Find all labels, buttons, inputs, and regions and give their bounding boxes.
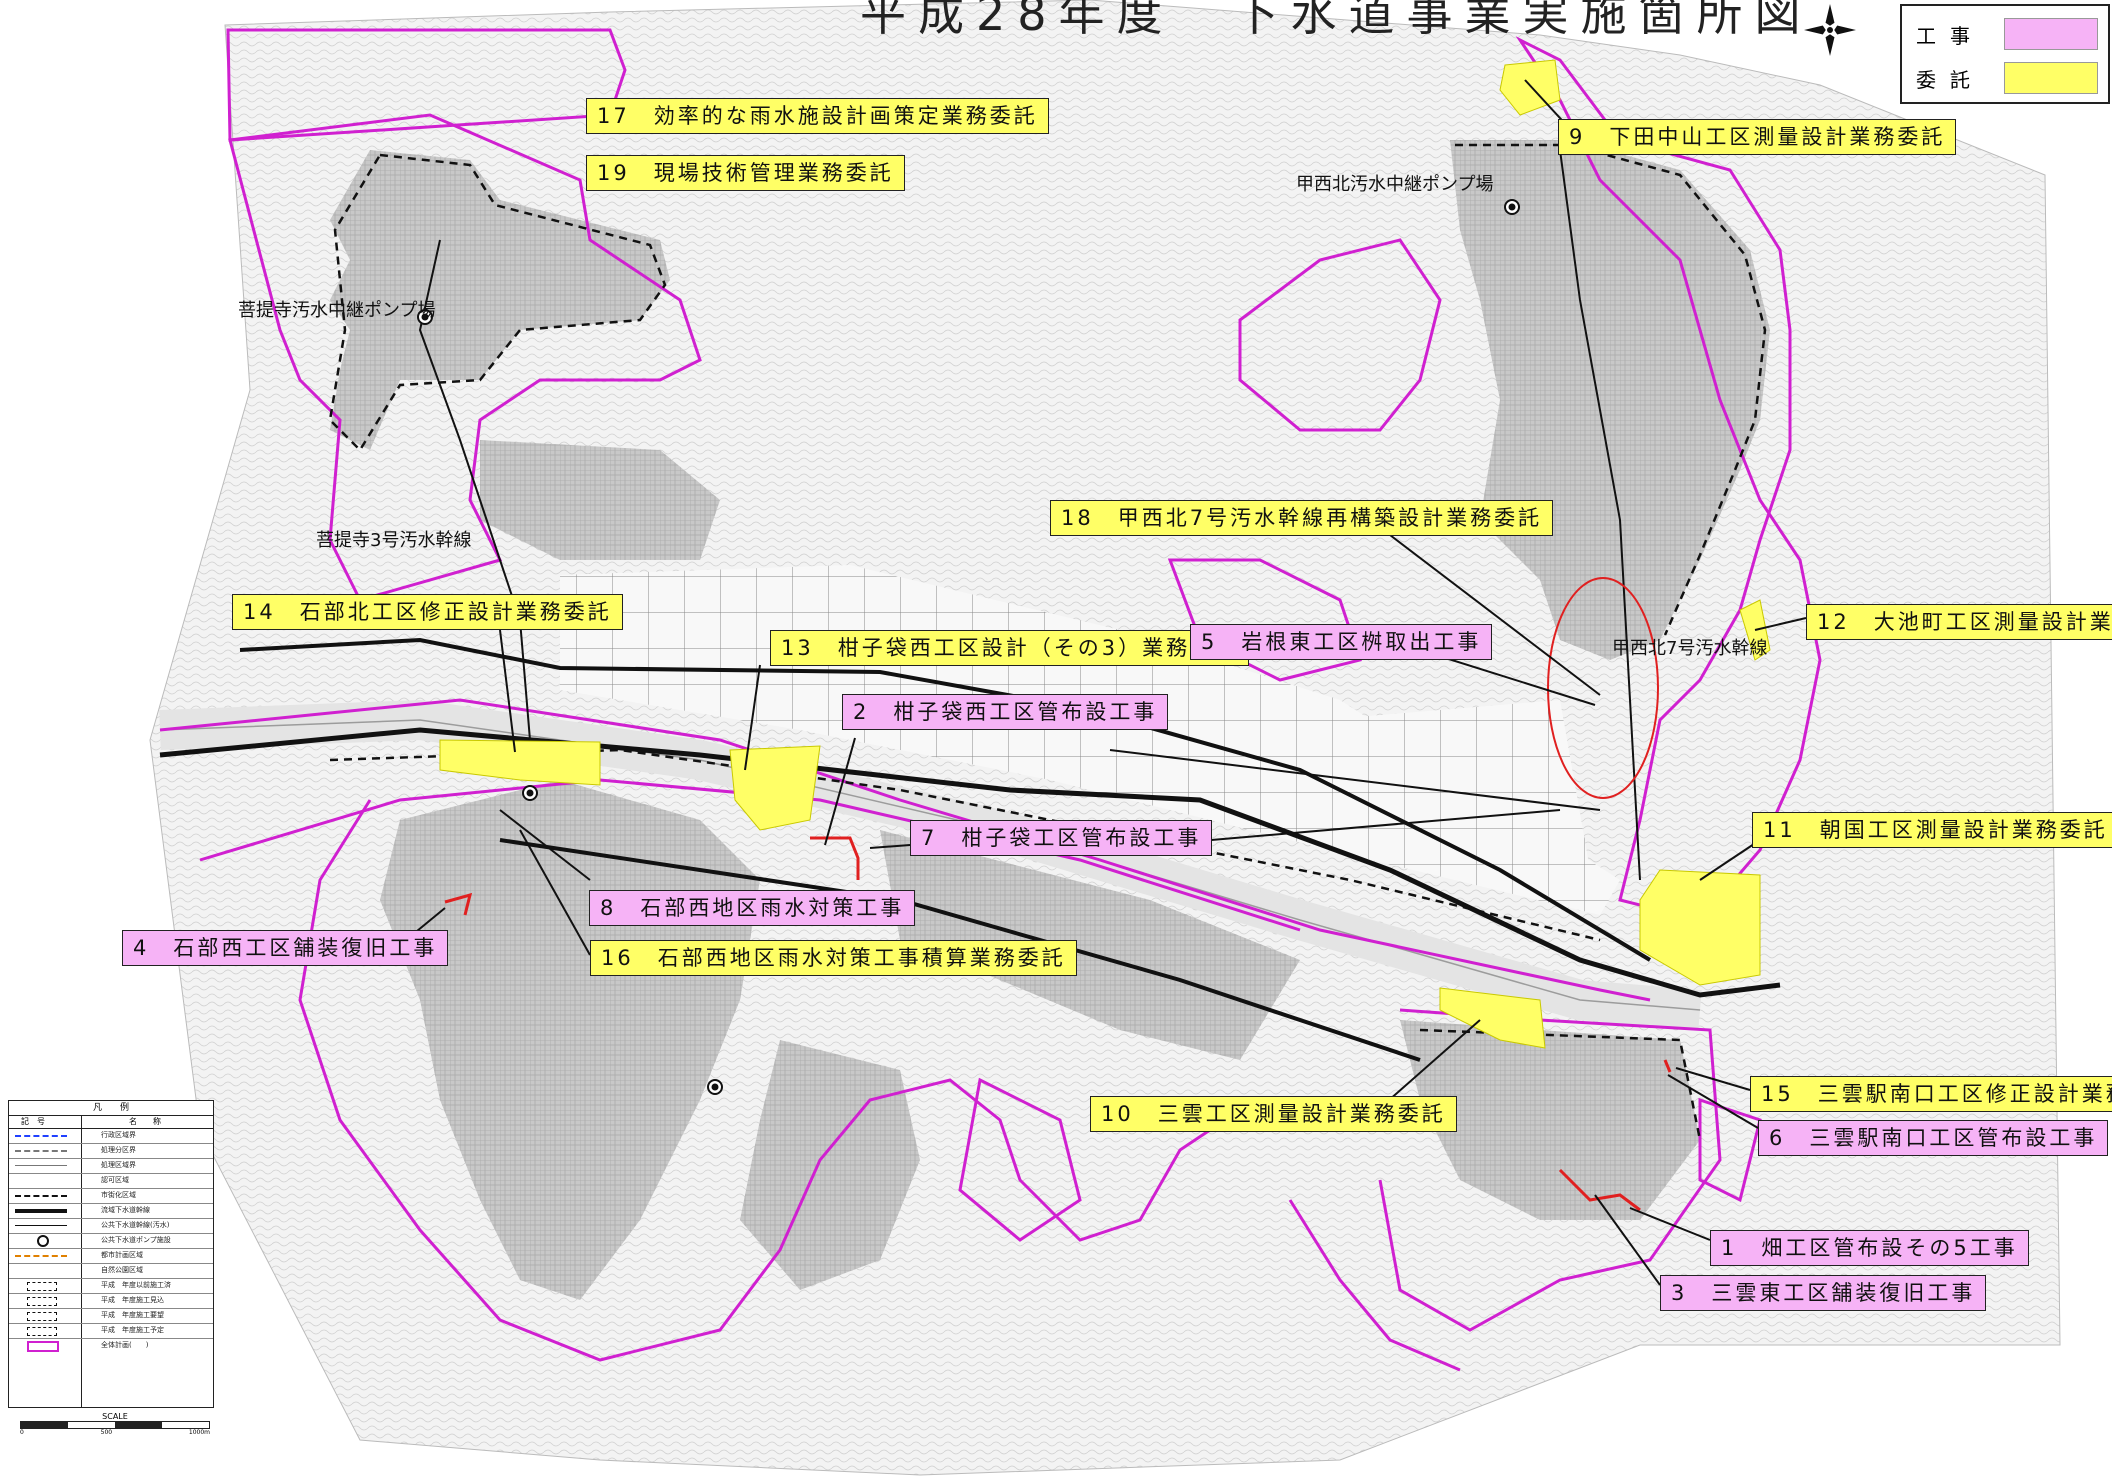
callout-6[interactable]: 6 三雲駅南口工区管布設工事	[1758, 1120, 2109, 1156]
scale-mid: 500	[100, 1429, 113, 1436]
callout-5[interactable]: 5 岩根東工区桝取出工事	[1190, 624, 1493, 660]
legend-row: 自然公園区域	[9, 1264, 213, 1279]
compass-rose-icon	[1804, 4, 1856, 56]
contract-areas	[439, 59, 1771, 1049]
legend-row: 平成 年度以前施工済	[9, 1279, 213, 1294]
place-label-kosai-trunk: 甲西北7号汚水幹線	[1612, 638, 1768, 659]
construction-marks	[444, 836, 1672, 1212]
scale-bar-graphic	[20, 1421, 210, 1429]
pump-stations	[417, 199, 1520, 1095]
legend-row: 公共下水道ポンプ施設	[9, 1234, 213, 1249]
legend-row: 行政区域界	[9, 1129, 213, 1144]
callout-9[interactable]: 9 下田中山工区測量設計業務委託	[1558, 119, 1957, 155]
callout-14[interactable]: 14 石部北工区修正設計業務委託	[232, 594, 623, 630]
legend-row: 処理分区界	[9, 1144, 213, 1159]
legend-row: 認可区域	[9, 1174, 213, 1189]
callout-19[interactable]: 19 現場技術管理業務委託	[586, 155, 905, 191]
callout-1[interactable]: 1 畑工区管布設その5工事	[1710, 1230, 2029, 1266]
place-label-bodaiji-pump: 菩提寺汚水中継ポンプ場	[238, 300, 436, 321]
callout-17[interactable]: 17 効率的な雨水施設計画策定業務委託	[586, 98, 1049, 134]
callout-16[interactable]: 16 石部西地区雨水対策工事積算業務委託	[590, 940, 1077, 976]
legend-construction-label: 工事	[1916, 24, 1984, 48]
callout-18[interactable]: 18 甲西北7号汚水幹線再構築設計業務委託	[1050, 500, 1554, 536]
scale-end: 1000m	[188, 1429, 210, 1436]
legend-title: 凡 例	[9, 1101, 213, 1116]
urbanized-areas	[330, 140, 1770, 1300]
legend-row: 処理区域界	[9, 1159, 213, 1174]
callout-8[interactable]: 8 石部西地区雨水対策工事	[589, 890, 916, 926]
planning-boundaries	[159, 28, 1822, 1372]
legend-construction-swatch	[2004, 18, 2098, 50]
scale-bar: SCALE 0 500 1000m	[20, 1412, 210, 1436]
highlight-ellipse	[1547, 577, 1659, 799]
legend-contract-swatch	[2004, 62, 2098, 94]
scale-label: SCALE	[102, 1412, 128, 1421]
callout-7[interactable]: 7 柑子袋工区管布設工事	[910, 820, 1213, 856]
legend-row: 流域下水道幹線	[9, 1204, 213, 1219]
legend-row: 平成 年度施工見込	[9, 1294, 213, 1309]
work-type-legend: 工事 委託	[1900, 4, 2110, 104]
map-legend: 凡 例 記 号 名 称 行政区域界 処理分区界 処理区域界 認可区域 市街化区域…	[8, 1100, 214, 1408]
legend-row: 都市計画区域	[9, 1249, 213, 1264]
scale-start: 0	[20, 1429, 24, 1436]
callout-15[interactable]: 15 三雲駅南口工区修正設計業務委託	[1750, 1076, 2112, 1112]
callout-3[interactable]: 3 三雲東工区舗装復旧工事	[1660, 1275, 1987, 1311]
legend-header-row: 記 号 名 称	[9, 1116, 213, 1129]
callout-11[interactable]: 11 朝国工区測量設計業務委託	[1752, 812, 2112, 848]
place-label-kosai-pump: 甲西北汚水中継ポンプ場	[1296, 174, 1494, 195]
place-label-bodaiji-trunk: 菩提寺3号汚水幹線	[316, 530, 472, 551]
callout-13[interactable]: 13 柑子袋西工区設計（その3）業務委託	[770, 630, 1250, 666]
legend-row: 平成 年度施工要望	[9, 1309, 213, 1324]
callout-4[interactable]: 4 石部西工区舗装復旧工事	[122, 930, 449, 966]
map-title: 平成28年度 下水道事業実施箇所図	[860, 0, 1813, 41]
legend-col-symbol: 記 号	[21, 1117, 45, 1126]
callout-2[interactable]: 2 柑子袋西工区管布設工事	[842, 694, 1169, 730]
legend-row: 平成 年度施工予定	[9, 1324, 213, 1339]
callout-12[interactable]: 12 大池町工区測量設計業務委託	[1806, 604, 2112, 640]
callout-10[interactable]: 10 三雲工区測量設計業務委託	[1090, 1096, 1457, 1132]
legend-col-name: 名 称	[129, 1117, 161, 1126]
legend-row: 全体計画( )	[9, 1339, 213, 1353]
legend-contract-label: 委託	[1916, 68, 1984, 92]
legend-row: 市街化区域	[9, 1189, 213, 1204]
legend-row: 公共下水道幹線(汚水)	[9, 1219, 213, 1234]
